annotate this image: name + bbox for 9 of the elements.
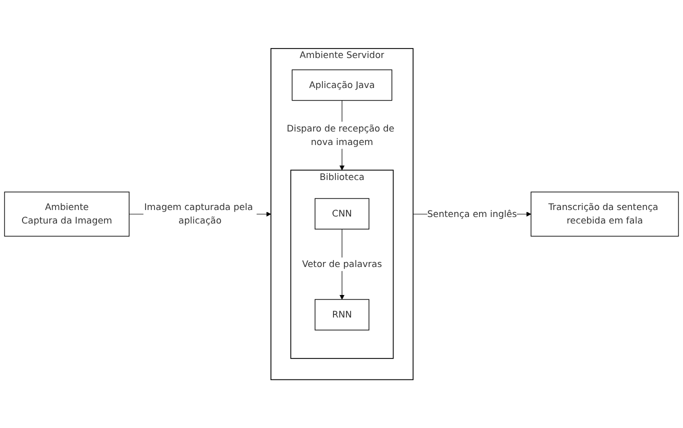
node-box: Aplicação Java	[292, 69, 392, 101]
edge-label: Sentença em inglês	[427, 208, 517, 220]
edge-label: Vetor de palavras	[302, 258, 382, 270]
node-box: RNN	[314, 299, 370, 330]
node-box: Transcrição da sentença recebida em fala	[530, 192, 679, 236]
node-box: CNN	[314, 198, 370, 230]
edge-label: Disparo de recepção de nova imagem	[286, 122, 394, 148]
node-box: Ambiente Captura da Imagem	[4, 192, 130, 236]
edge-label: Imagem capturada pela aplicação	[144, 202, 253, 226]
